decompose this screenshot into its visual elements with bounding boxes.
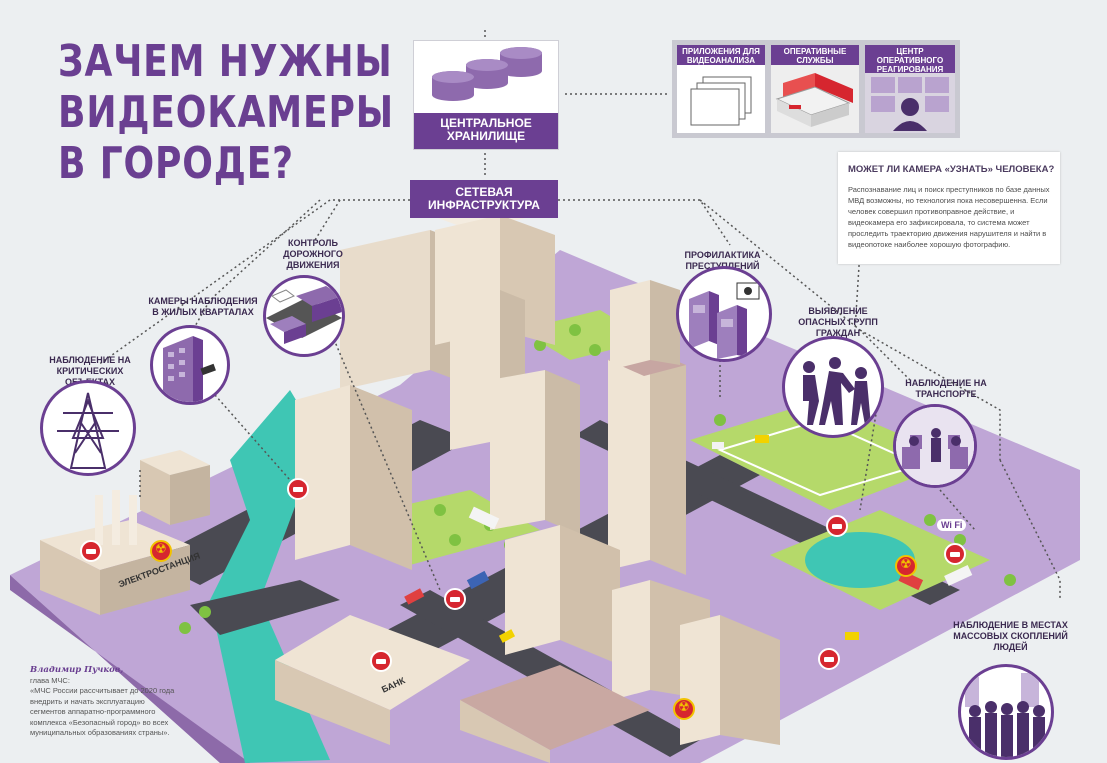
critical-objects-circle [40, 380, 136, 476]
service-emergency: ОПЕРАТИВНЫЕ СЛУЖБЫ [771, 45, 859, 133]
fighting-people-icon [803, 357, 871, 425]
label-traffic-control: КОНТРОЛЬ ДОРОЖНОГО ДВИЖЕНИЯ [283, 238, 343, 270]
camera-marker [818, 648, 840, 670]
wifi-sign: Wi Fi [937, 519, 967, 531]
info-heading: МОЖЕТ ЛИ КАМЕРА «УЗНАТЬ» ЧЕЛОВЕКА? [848, 164, 1055, 175]
service-label: ЦЕНТР ОПЕРАТИВНОГО РЕАГИРОВАНИЯ [865, 45, 955, 74]
face-recognition-info: МОЖЕТ ЛИ КАМЕРА «УЗНАТЬ» ЧЕЛОВЕКА? Распо… [838, 152, 1060, 264]
camera-marker [444, 588, 466, 610]
crime-prevention-circle [676, 266, 772, 362]
mass-gatherings-circle [958, 664, 1054, 760]
transport-sign-icon [895, 555, 917, 577]
bus-interior-icon [896, 407, 974, 485]
network-infrastructure-label: СЕТЕВАЯ ИНФРАСТРУКТУРА [410, 180, 558, 218]
quote-text: «МЧС России рассчитывает до 2020 года вн… [30, 686, 175, 737]
page-title: ЗАЧЕМ НУЖНЫ ВИДЕОКАМЕРЫ В ГОРОДЕ? [58, 36, 394, 189]
residential-circle [150, 325, 230, 405]
central-storage-label: ЦЕНТРАЛЬНОЕ ХРАНИЛИЩЕ [414, 113, 558, 149]
crowd-icon [965, 673, 1045, 757]
info-text: Распознавание лиц и поиск преступников п… [848, 185, 1050, 249]
documents-icon [690, 76, 752, 126]
title-line-3: В ГОРОДЕ? [58, 138, 294, 189]
camera-marker [80, 540, 102, 562]
stadium [690, 400, 960, 510]
title-line-1: ЗАЧЕМ НУЖНЫ [58, 36, 393, 87]
title-line-2: ВИДЕОКАМЕРЫ [58, 87, 394, 138]
quote-role: глава МЧС: [30, 675, 70, 685]
label-dangerous-groups: ВЫЯВЛЕНИЕ ОПАСНЫХ ГРУПП ГРАЖДАН [798, 306, 878, 338]
camera-marker [370, 650, 392, 672]
power-tower-icon [57, 392, 119, 469]
central-storage-card: ЦЕНТРАЛЬНОЕ ХРАНИЛИЩЕ [413, 40, 559, 150]
biohazard-icon [673, 698, 695, 720]
database-icon [432, 47, 542, 101]
traffic-icon [266, 286, 342, 344]
service-video-analytics: ПРИЛОЖЕНИЯ ДЛЯ ВИДЕОАНАЛИЗА [677, 45, 765, 133]
label-transport: НАБЛЮДЕНИЕ НА ТРАНСПОРТЕ [905, 378, 987, 399]
emergency-vehicles-icon [775, 73, 853, 127]
transport-circle [893, 404, 977, 488]
building-camera-icon [163, 336, 216, 402]
dangerous-groups-circle [782, 336, 884, 438]
operator-icon [871, 77, 949, 131]
traffic-circle [263, 275, 345, 357]
service-label: ОПЕРАТИВНЫЕ СЛУЖБЫ [771, 45, 859, 65]
label-mass-gatherings: НАБЛЮДЕНИЕ В МЕСТАХ МАССОВЫХ СКОПЛЕНИЙ Л… [953, 620, 1068, 652]
atm-icon [689, 282, 760, 359]
label-residential-cameras: КАМЕРЫ НАБЛЮДЕНИЯ В ЖИЛЫХ КВАРТАЛАХ [148, 296, 258, 317]
fountain [805, 532, 915, 588]
camera-marker [287, 478, 309, 500]
camera-marker [826, 515, 848, 537]
radiation-hazard-icon [150, 540, 172, 562]
quote-author: Владимир Пучков, [30, 665, 124, 675]
service-response-center: ЦЕНТР ОПЕРАТИВНОГО РЕАГИРОВАНИЯ [865, 45, 955, 133]
quote-block: Владимир Пучков, глава МЧС: «МЧС России … [30, 665, 180, 739]
services-panel: ПРИЛОЖЕНИЯ ДЛЯ ВИДЕОАНАЛИЗА ОПЕРАТИВНЫЕ … [672, 40, 960, 138]
service-label: ПРИЛОЖЕНИЯ ДЛЯ ВИДЕОАНАЛИЗА [677, 45, 765, 65]
camera-marker [944, 543, 966, 565]
buildings [40, 200, 780, 763]
